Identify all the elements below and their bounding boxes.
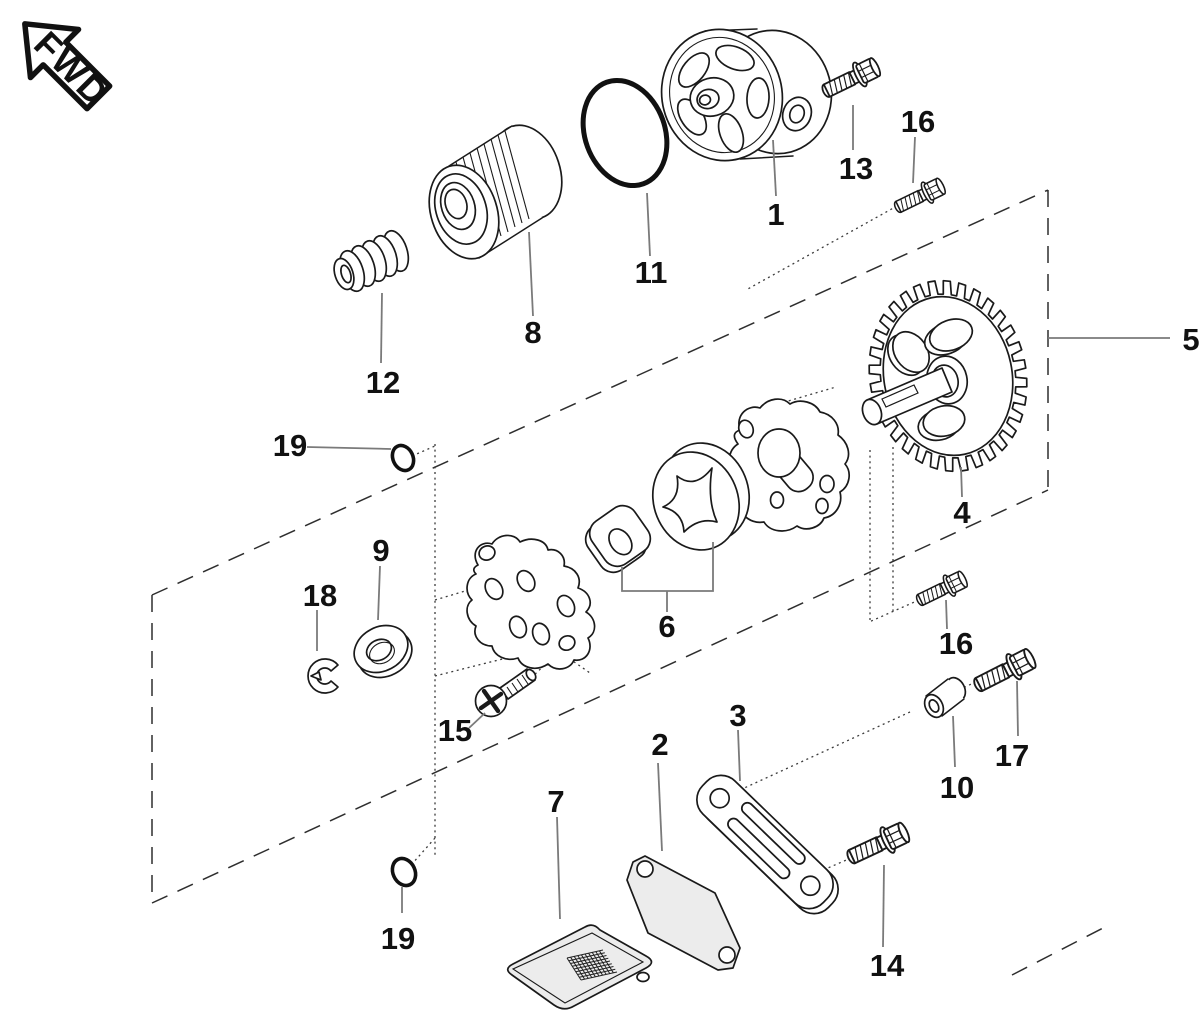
- part-17-bolt: [968, 643, 1041, 700]
- part-6-inner-rotor: [584, 504, 652, 574]
- part-12-relief-spring: [333, 229, 410, 293]
- callout-12: 12: [366, 365, 400, 400]
- callout-6: 6: [658, 609, 675, 644]
- part-8-oil-filter-element: [428, 124, 563, 260]
- part-3-strainer-cover: [696, 774, 839, 915]
- part-6-outer-rotor: [651, 442, 751, 551]
- callout-3: 3: [729, 698, 746, 733]
- callout-labels: 1 13 16 11 8 12 5 4 19 9 18 6 15 2 3 7 1…: [273, 104, 1200, 983]
- callout-14: 14: [870, 948, 905, 983]
- callout-15: 15: [438, 713, 472, 748]
- oil-pump-plate: [466, 534, 596, 670]
- callout-19-upper: 19: [273, 428, 307, 463]
- callout-10: 10: [940, 770, 974, 805]
- part-1-oil-pump-cover: [660, 28, 833, 162]
- callout-11: 11: [635, 255, 668, 290]
- callout-5: 5: [1182, 322, 1199, 357]
- part-11-o-ring: [580, 77, 670, 189]
- callout-leader-lines: [306, 105, 1170, 948]
- part-4-pump-drive-gear: [861, 279, 1028, 473]
- gear-shaft: [861, 367, 953, 426]
- part-18-e-clip: [307, 658, 339, 694]
- part-19-o-ring-upper: [390, 443, 416, 473]
- part-16-bolt-lower: [911, 566, 971, 613]
- fwd-direction-arrow: FWD: [22, 21, 117, 114]
- part-2-gasket: [626, 855, 741, 971]
- callout-16-lower: 16: [939, 626, 973, 661]
- callout-16-upper: 16: [901, 104, 935, 139]
- screen-mesh: [566, 949, 618, 981]
- callout-2: 2: [651, 727, 668, 762]
- part-14-bolt: [841, 817, 914, 872]
- callout-1: 1: [767, 197, 784, 232]
- callout-13: 13: [839, 151, 873, 186]
- callout-4: 4: [953, 495, 971, 530]
- part-9-washer: [353, 624, 413, 679]
- part-16-bolt-upper: [889, 173, 949, 220]
- part-10-collar: [923, 676, 967, 719]
- callout-17: 17: [995, 738, 1029, 773]
- assembly-boundary-dashed: [151, 189, 1106, 976]
- callout-18: 18: [303, 578, 337, 613]
- phillips-cross-icon: [478, 688, 504, 714]
- part-19-o-ring-lower: [390, 856, 418, 888]
- oil-pump-body: [728, 398, 850, 532]
- callout-19-lower: 19: [381, 921, 415, 956]
- fwd-arrow-icon: [22, 21, 113, 112]
- part-15-pan-head-screw: [474, 668, 537, 718]
- callout-9: 9: [372, 533, 389, 568]
- part-7-strainer-screen: [506, 924, 653, 1010]
- callout-8: 8: [524, 315, 541, 350]
- callout-7: 7: [547, 784, 564, 819]
